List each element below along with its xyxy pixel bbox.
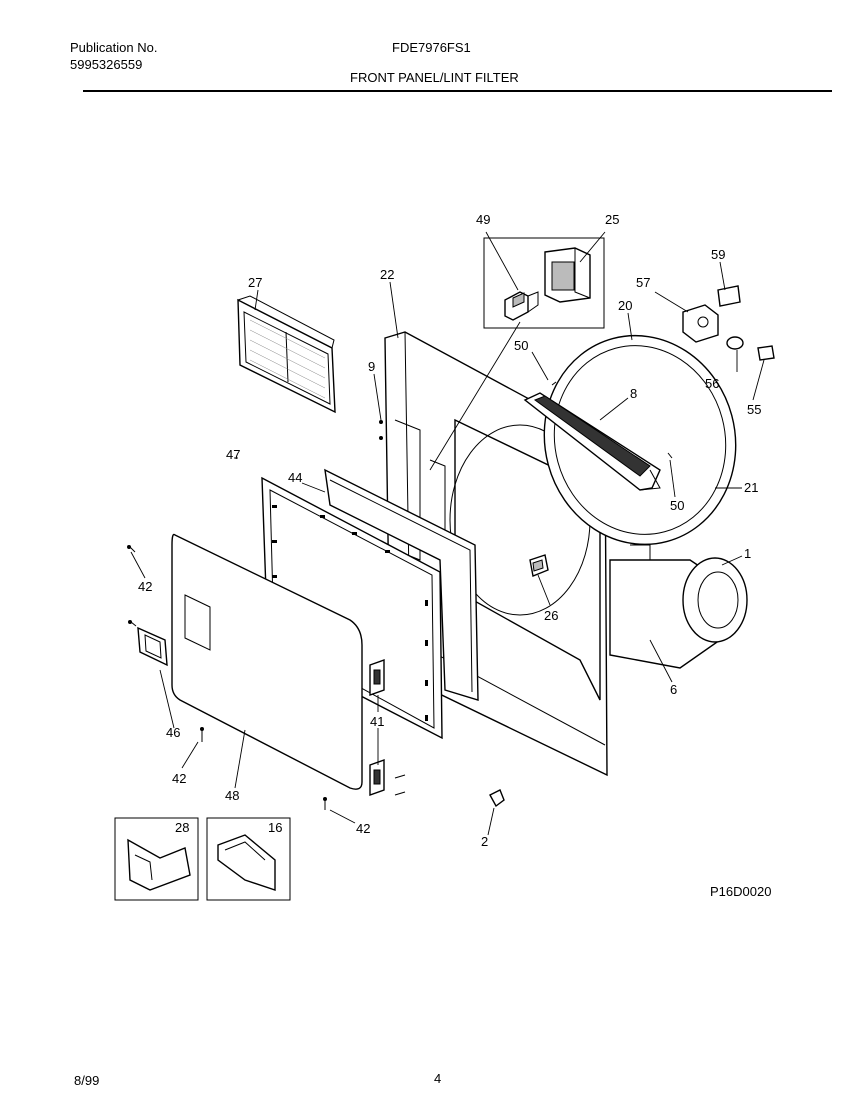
- label-48: 48: [225, 788, 239, 803]
- label-42a: 42: [138, 579, 152, 594]
- label-50b: 50: [670, 498, 684, 513]
- label-6: 6: [670, 682, 677, 697]
- inset-box-49-25: [483, 237, 605, 329]
- label-16: 16: [268, 820, 282, 835]
- label-20: 20: [618, 298, 632, 313]
- part-59-label: [717, 285, 741, 307]
- label-57: 57: [636, 275, 650, 290]
- inset-box-28: [114, 817, 199, 901]
- part-49-clip: [504, 291, 539, 321]
- part-48-outer-door: [171, 533, 363, 790]
- page-number: 4: [434, 1071, 442, 1086]
- part-1-6-exhaust-duct: [609, 544, 748, 669]
- label-9: 9: [368, 359, 375, 374]
- label-42c: 42: [356, 821, 370, 836]
- label-47: 47: [226, 447, 240, 462]
- publication-number: 5995326559: [70, 57, 143, 72]
- part-27-lint-filter: [237, 295, 336, 414]
- header-rule: [83, 90, 832, 92]
- part-25-bracket: [544, 247, 591, 303]
- part-labels: 49 25 27 22 59 57 20 9 50 56 55 8 47 44 …: [138, 212, 761, 849]
- label-49: 49: [476, 212, 490, 227]
- label-1: 1: [744, 546, 751, 561]
- figure-code: P16D0020: [710, 884, 772, 899]
- part-44-door-seal: [324, 468, 479, 701]
- label-50a: 50: [514, 338, 528, 353]
- label-2: 2: [481, 834, 488, 849]
- label-59: 59: [711, 247, 725, 262]
- label-21: 21: [744, 480, 758, 495]
- footer-date: 8/99: [74, 1073, 100, 1088]
- label-26: 26: [544, 608, 558, 623]
- publication-label: Publication No.: [70, 40, 158, 55]
- label-56: 56: [705, 376, 719, 391]
- label-22: 22: [380, 267, 394, 282]
- label-25: 25: [605, 212, 619, 227]
- section-title: FRONT PANEL/LINT FILTER: [350, 70, 519, 85]
- label-41: 41: [370, 714, 384, 729]
- label-27: 27: [248, 275, 262, 290]
- screws: [127, 381, 673, 810]
- label-28: 28: [175, 820, 189, 835]
- part-55-connector: [757, 345, 775, 361]
- label-44: 44: [288, 470, 302, 485]
- part-20-21-drum-ring: [543, 334, 737, 546]
- label-8: 8: [630, 386, 637, 401]
- part-2-foot: [489, 789, 505, 808]
- leader-lines: [130, 231, 765, 836]
- part-8-lint-housing: [523, 392, 661, 491]
- part-41-hinges: [369, 659, 385, 796]
- label-55: 55: [747, 402, 761, 417]
- part-26-switch: [529, 554, 549, 577]
- part-46-latch: [137, 626, 168, 667]
- label-46: 46: [166, 725, 180, 740]
- inset-box-16: [206, 817, 291, 901]
- part-56-bulb: [726, 336, 744, 350]
- label-42b: 42: [172, 771, 186, 786]
- model-number: FDE7976FS1: [392, 40, 471, 55]
- part-57-socket: [682, 304, 719, 343]
